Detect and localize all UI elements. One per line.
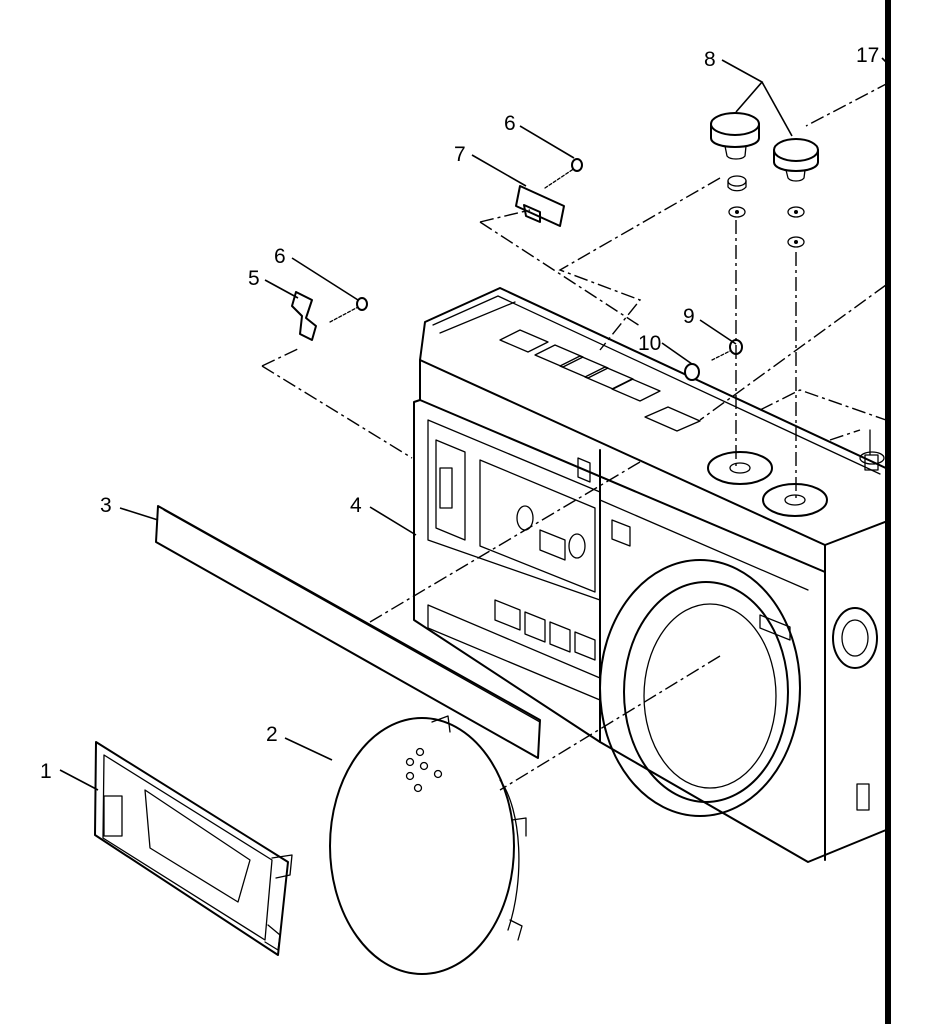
callout-6-left: 6 <box>274 245 286 268</box>
cassette-door <box>94 741 293 956</box>
screw-6-top <box>544 158 583 189</box>
callout-labels: 1 2 3 4 5 6 6 7 8 9 10 17 <box>40 44 879 783</box>
callout-5: 5 <box>248 267 260 290</box>
callout-9: 9 <box>683 305 695 328</box>
callout-17: 17 <box>856 44 879 67</box>
callout-1: 1 <box>40 760 52 783</box>
screw-10 <box>684 363 700 381</box>
callout-3: 3 <box>100 494 112 517</box>
bracket-7 <box>515 185 565 227</box>
knob-left <box>710 112 760 218</box>
callout-2: 2 <box>266 723 278 746</box>
callout-7: 7 <box>454 143 466 166</box>
callout-6-top: 6 <box>504 112 516 135</box>
speaker-grille <box>329 715 527 975</box>
front-cabinet <box>413 287 891 863</box>
callout-leaders <box>59 57 891 791</box>
screw-6-left <box>329 297 368 323</box>
front-panel-strip <box>155 505 541 759</box>
callout-8: 8 <box>704 48 716 71</box>
callout-10: 10 <box>638 332 661 355</box>
callout-4: 4 <box>350 494 362 517</box>
assembly-guide-lines <box>261 81 891 791</box>
clip-5 <box>291 291 317 341</box>
knob-right <box>773 138 819 248</box>
screw-9 <box>711 339 743 361</box>
